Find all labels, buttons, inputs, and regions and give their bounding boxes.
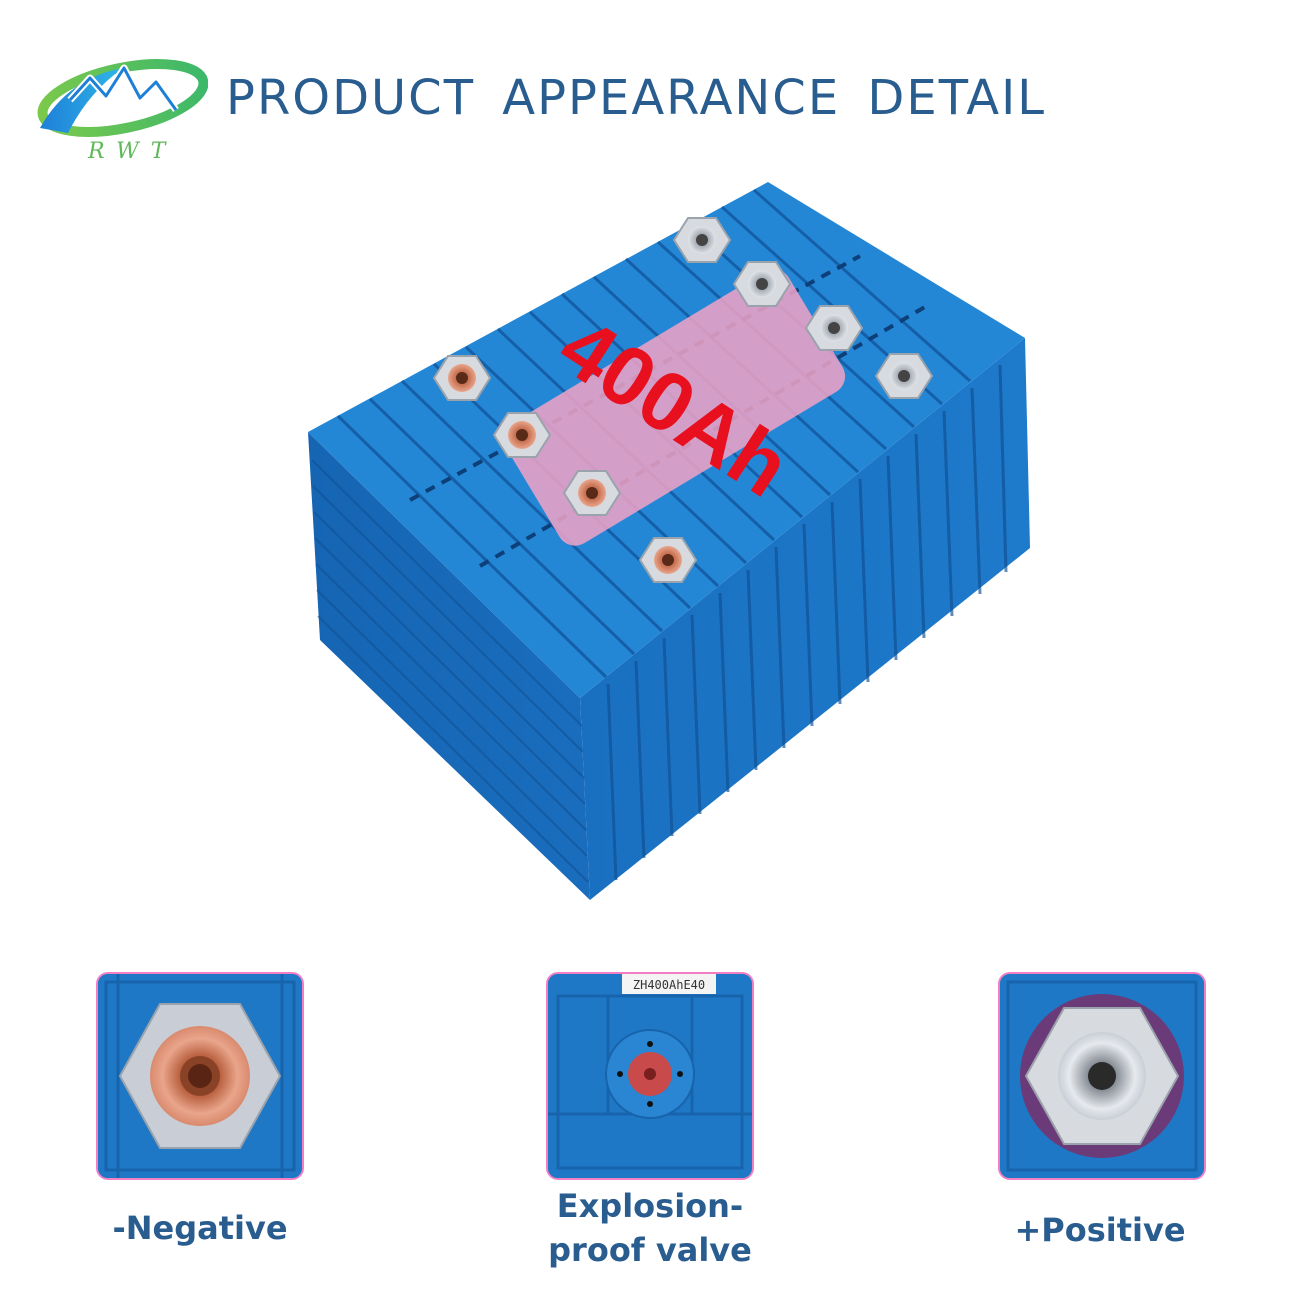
aluminum-terminal-icon [1000,974,1204,1178]
valve-detail-frame: ZH400AhE40 [546,972,754,1180]
negative-detail-frame [96,972,304,1180]
negative-terminals [432,355,698,583]
valve-caption-line1: Explosion- [556,1187,744,1225]
header: RWT PRODUCT APPEARANCE DETAIL [0,0,1300,180]
battery-pack-image: 400Ah [308,182,1030,900]
negative-detail [96,972,304,1180]
valve-icon: ZH400AhE40 [548,974,752,1178]
positive-detail-frame [998,972,1206,1180]
page-title: PRODUCT APPEARANCE DETAIL [226,70,1047,126]
rwt-logo-icon: RWT [37,59,208,164]
positive-caption: +Positive [1014,1211,1186,1249]
positive-detail [998,972,1206,1180]
logo-letters: RWT [87,139,177,164]
valve-caption: Explosion- proof valve [500,1184,800,1272]
negative-caption: -Negative [112,1209,288,1247]
valve-caption-line2: proof valve [548,1231,752,1269]
copper-terminal-icon [98,974,302,1178]
valve-sticker-text: ZH400AhE40 [633,978,705,992]
positive-terminals [672,217,934,399]
valve-detail: ZH400AhE40 [546,972,754,1180]
